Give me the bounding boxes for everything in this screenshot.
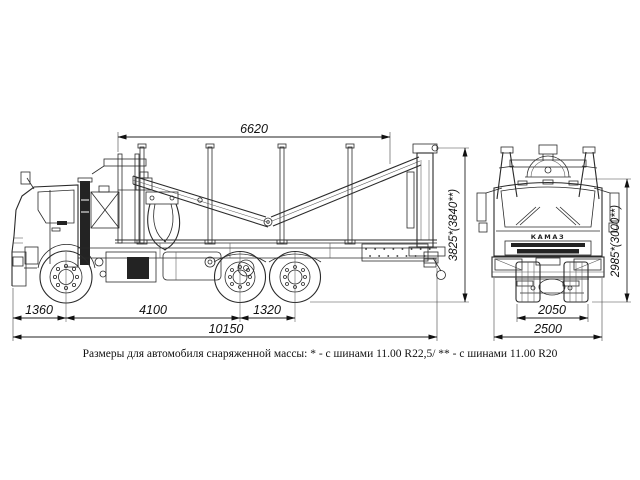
dim-overall-length: 10150	[209, 322, 244, 336]
crane-column	[406, 143, 446, 280]
mirror-side	[20, 171, 35, 190]
side-view-drawing	[11, 143, 446, 322]
dim-overall-height: 3825*(3840**)	[448, 189, 460, 261]
dim-front-overhang: 1360	[25, 303, 53, 317]
front-wheels	[515, 261, 589, 303]
front-bumper	[491, 256, 605, 278]
mirrors-front	[476, 187, 620, 233]
crane-boom	[132, 156, 422, 228]
log-stakes	[136, 143, 356, 245]
chassis-equipment	[94, 251, 322, 283]
dim-platform-length: 6620	[240, 122, 268, 136]
cab-front: КАМАЗ	[493, 179, 603, 257]
dim-wheelbase: 4100	[139, 303, 167, 317]
grille-brand-text: КАМАЗ	[531, 233, 565, 241]
front-view-drawing: КАМАЗ	[476, 144, 620, 303]
crane-front-dome	[525, 144, 571, 178]
dim-bogie-spacing: 1320	[253, 303, 281, 317]
dim-cab-height: 2985*(3000**)	[610, 205, 622, 278]
hydraulic-tank	[90, 185, 120, 229]
dim-overall-width: 2500	[533, 322, 562, 336]
front-axle-assembly	[515, 278, 589, 296]
dimension-annotations: 6620 3825*(3840**) 1360 4100 1320 10150 …	[12, 122, 631, 341]
drawing-caption: Размеры для автомобиля снаряженной массы…	[83, 348, 558, 360]
cab-side	[11, 171, 96, 287]
exhaust-stack	[77, 177, 93, 265]
dim-track: 2050	[537, 303, 566, 317]
